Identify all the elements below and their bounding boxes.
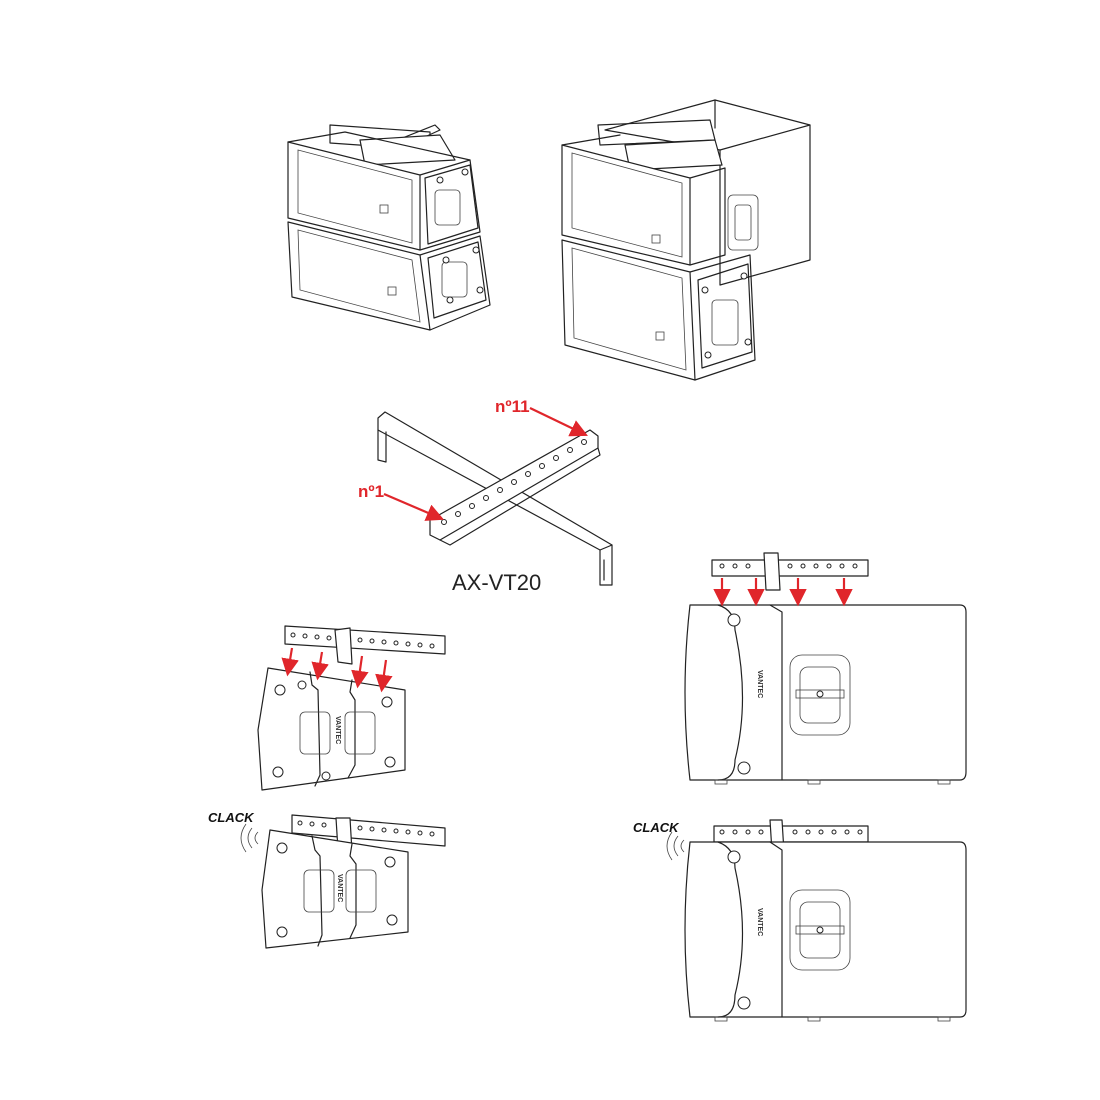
sound-waves-right [680,839,685,853]
sub-side-locked: VANTEC CLACK [633,819,967,1022]
brand-mark-sub-1: VANTEC [756,670,763,698]
sub-side-insert: VANTEC [684,552,967,785]
label-hole-1: nº1 [358,482,384,501]
stacked-cabinets-left [287,124,491,331]
clack-text-right: CLACK [633,820,680,835]
label-hole-11: nº11 [495,397,530,416]
brand-mark-plate-2: VANTEC [336,874,343,902]
brand-mark-sub-2: VANTEC [756,908,763,936]
brand-mark-plate-1: VANTEC [334,716,341,744]
clack-text-left: CLACK [208,810,255,825]
frame-ax-vt20: nº1 nº11 AX-VT20 [358,397,613,595]
model-label: AX-VT20 [452,570,541,595]
frame-hole-row [441,439,587,525]
arrow-hole-1 [383,492,445,521]
sound-waves-left [254,831,259,845]
stacked-cabinets-right [561,99,811,381]
arrow-hole-11 [529,407,588,437]
side-plate-locked: VANTEC CLACK [208,810,446,949]
side-plate-insert: VANTEC [257,625,446,791]
